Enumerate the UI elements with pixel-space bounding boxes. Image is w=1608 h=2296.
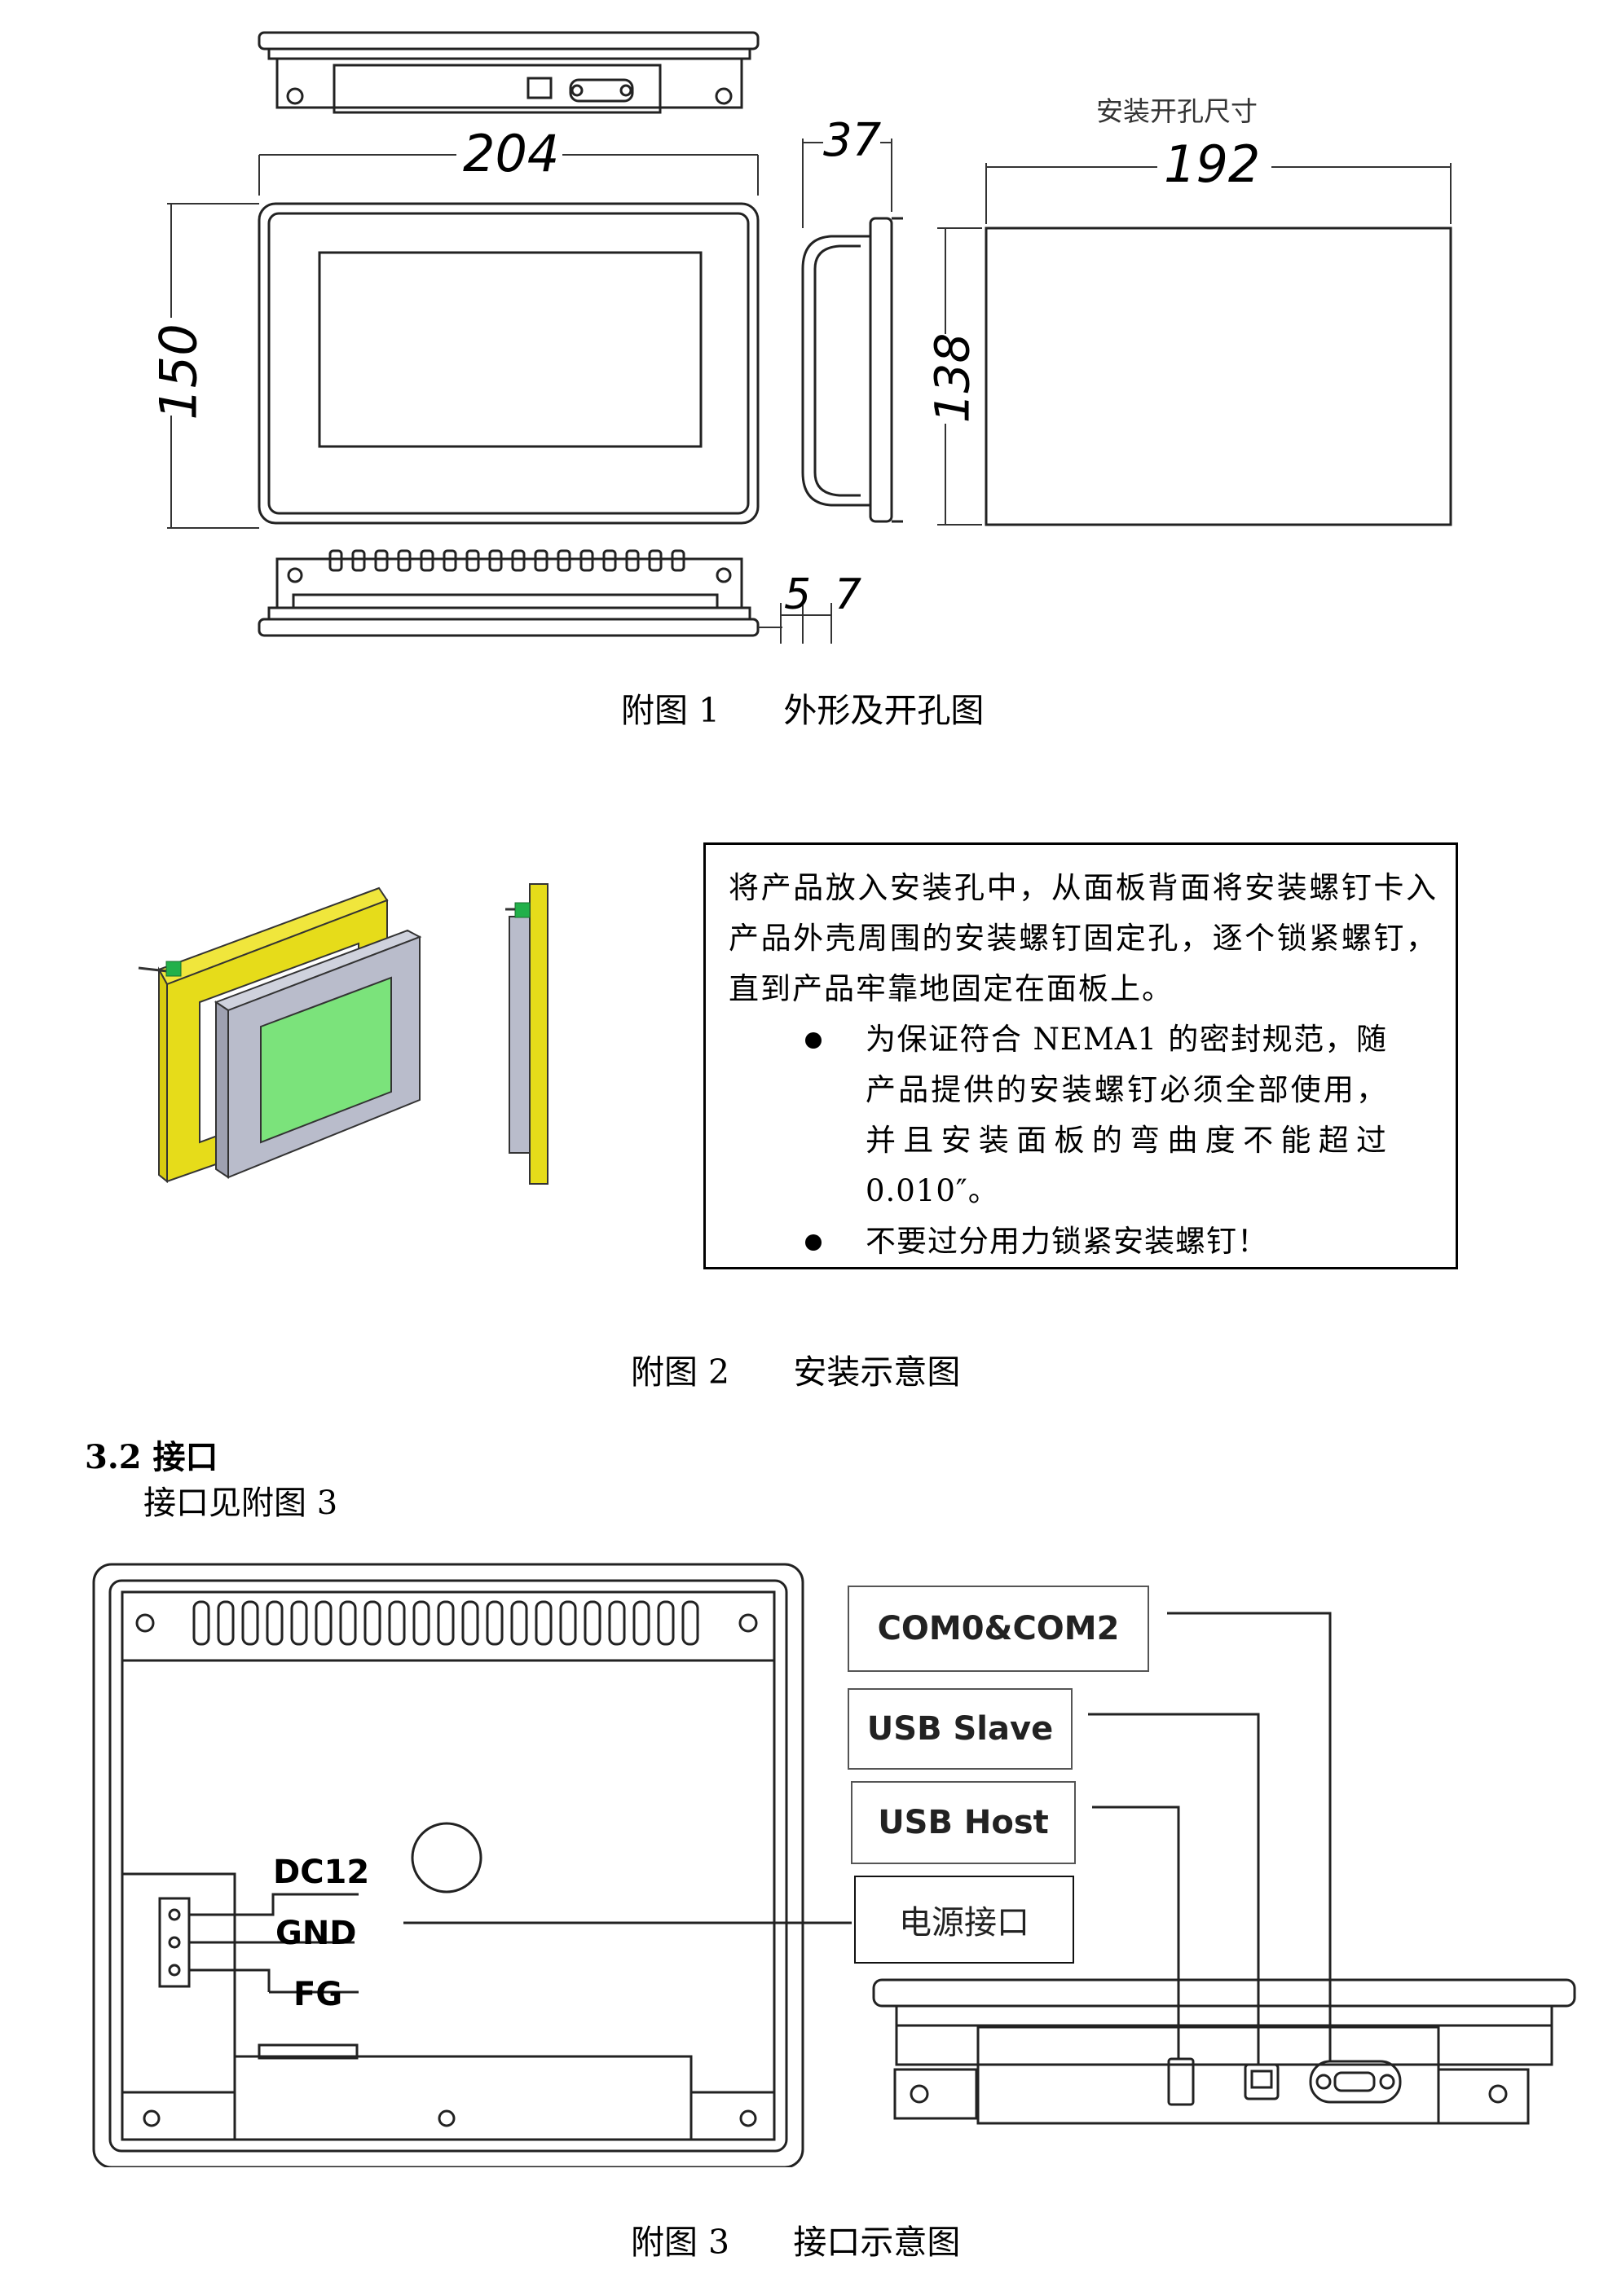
section-text: 接口见附图 3 bbox=[143, 1484, 338, 1522]
figure2-caption: 附图 2 安装示意图 bbox=[631, 1353, 961, 1392]
note-bullet-1: 为保证符合 NEMA1 的密封规范，随产品提供的安装螺钉必须全部使用，并且安装面… bbox=[805, 1014, 1387, 1216]
pin-dc12-label: DC12 bbox=[273, 1854, 370, 1891]
figure2-drawing bbox=[138, 883, 548, 1185]
bullet-icon bbox=[805, 1032, 822, 1049]
dim-7: 7 bbox=[835, 570, 862, 619]
pin-fg-label: FG bbox=[293, 1976, 343, 2013]
label-usb-host: USB Host bbox=[851, 1781, 1076, 1864]
figure3-drawing bbox=[92, 1563, 1576, 2167]
dim-cutout-width-192: 192 bbox=[1164, 134, 1261, 194]
dim-height-150: 150 bbox=[148, 323, 209, 420]
figure1-drawing bbox=[167, 31, 1452, 644]
dim-cutout-height-138: 138 bbox=[924, 332, 980, 424]
figure1-caption: 附图 1 外形及开孔图 bbox=[621, 691, 985, 730]
note-bullet-2: 不要过分用力锁紧安装螺钉！ bbox=[805, 1216, 1387, 1267]
figure3-caption: 附图 3 接口示意图 bbox=[631, 2223, 961, 2262]
section-heading: 3.2 接口 bbox=[85, 1438, 218, 1476]
dim-depth-37: 37 bbox=[823, 114, 882, 167]
installation-note-text: 将产品放入安装孔中，从面板背面将安装螺钉卡入产品外壳周围的安装螺钉固定孔，逐个锁… bbox=[729, 870, 1438, 1006]
dim-5: 5 bbox=[784, 570, 812, 619]
bullet-icon bbox=[805, 1234, 822, 1251]
label-power-port: 电源接口 bbox=[854, 1876, 1074, 1964]
note-bullet-2-text: 不要过分用力锁紧安装螺钉！ bbox=[866, 1224, 1268, 1259]
label-usb-slave: USB Slave bbox=[848, 1688, 1073, 1770]
installation-note-box: 将产品放入安装孔中，从面板背面将安装螺钉卡入产品外壳周围的安装螺钉固定孔，逐个锁… bbox=[703, 842, 1458, 1269]
label-com0-com2: COM0&COM2 bbox=[848, 1586, 1149, 1672]
pin-gnd-label: GND bbox=[275, 1915, 357, 1952]
note-bullet-1-text: 为保证符合 NEMA1 的密封规范，随产品提供的安装螺钉必须全部使用，并且安装面… bbox=[866, 1022, 1387, 1208]
dim-width-204: 204 bbox=[463, 124, 560, 183]
cutout-size-label: 安装开孔尺寸 bbox=[1096, 95, 1258, 127]
